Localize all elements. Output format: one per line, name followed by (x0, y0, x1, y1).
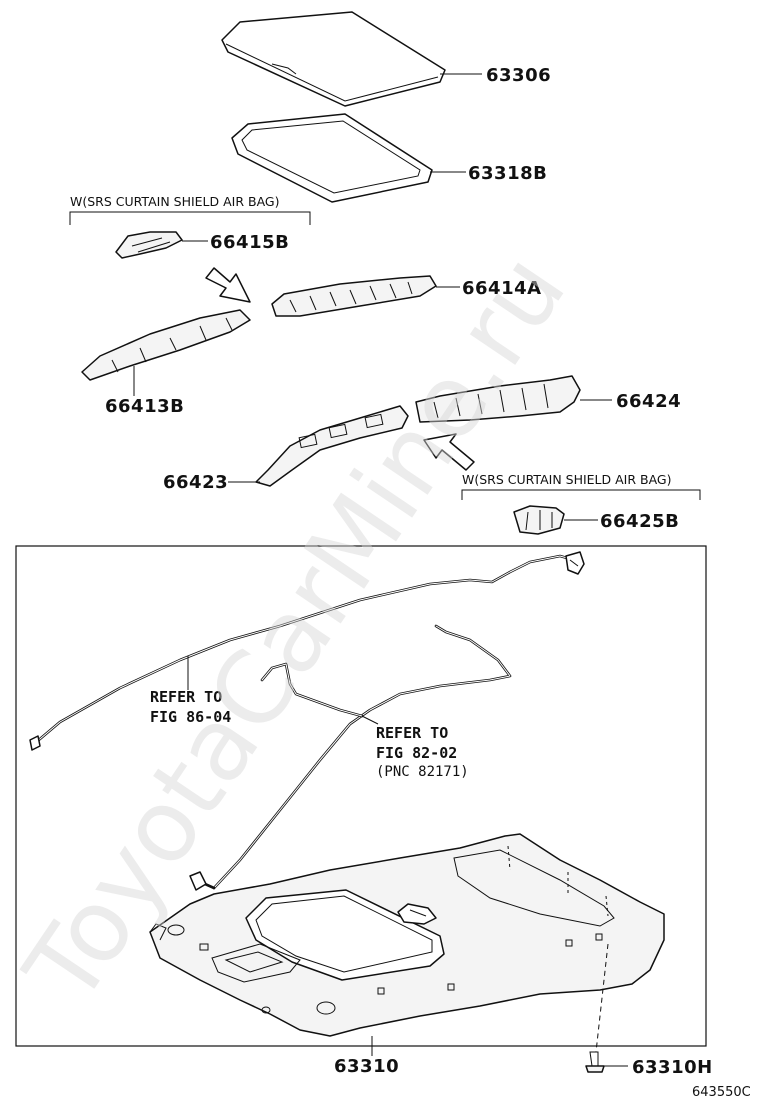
part-number-66423[interactable]: 66423 (163, 472, 228, 493)
part-number-66424[interactable]: 66424 (616, 391, 681, 412)
wire-harness-fig-86-04[interactable] (29, 551, 585, 751)
condition-bracket-upper (69, 211, 311, 225)
condition-label-upper: W(SRS CURTAIN SHIELD AIR BAG) (70, 194, 280, 209)
diagram-code: 643550C (692, 1085, 751, 1100)
condition-label-lower: W(SRS CURTAIN SHIELD AIR BAG) (462, 472, 672, 487)
pillar-garnish-66415B[interactable] (115, 231, 183, 259)
part-number-66414A[interactable]: 66414A (462, 278, 542, 299)
headlining-clip-63310H[interactable] (585, 1051, 605, 1073)
front-pillar-garnish-66423[interactable] (255, 405, 409, 487)
part-number-66415B[interactable]: 66415B (210, 232, 289, 253)
clip-dashed-leader (595, 943, 609, 1053)
part-number-63318B[interactable]: 63318B (468, 163, 547, 184)
ref-fig82-line2[interactable]: FIG 82-02 (376, 744, 457, 762)
roof-side-garnish-66414A[interactable] (271, 275, 437, 317)
ref-fig86-line2[interactable]: FIG 86-04 (150, 708, 231, 726)
roof-headlining-63310[interactable] (149, 833, 665, 1037)
ref-fig86-line1: REFER TO (150, 688, 222, 706)
ref-fig82-line1: REFER TO (376, 724, 448, 742)
pillar-garnish-66413B[interactable] (81, 309, 251, 381)
part-number-63310H[interactable]: 63310H (632, 1057, 713, 1078)
pillar-garnish-66425B[interactable] (513, 505, 565, 535)
ref-fig82-line3: (PNC 82171) (376, 764, 469, 780)
part-number-63310[interactable]: 63310 (334, 1056, 399, 1077)
condition-bracket-lower (461, 489, 701, 500)
direction-arrow-lower (423, 433, 475, 471)
sunroof-weatherstrip-63318B[interactable] (231, 113, 433, 203)
roof-side-garnish-66424[interactable] (415, 375, 581, 423)
part-number-66413B[interactable]: 66413B (105, 396, 184, 417)
part-number-63306[interactable]: 63306 (486, 65, 551, 86)
part-number-66425B[interactable]: 66425B (600, 511, 679, 532)
wire-harness-fig-82-02[interactable] (189, 624, 512, 891)
leader-fig-82-02 (361, 715, 379, 725)
direction-arrow-upper (205, 267, 251, 303)
sunshade-panel-63306[interactable] (221, 11, 446, 107)
headliner-assembly-frame (15, 545, 707, 1047)
